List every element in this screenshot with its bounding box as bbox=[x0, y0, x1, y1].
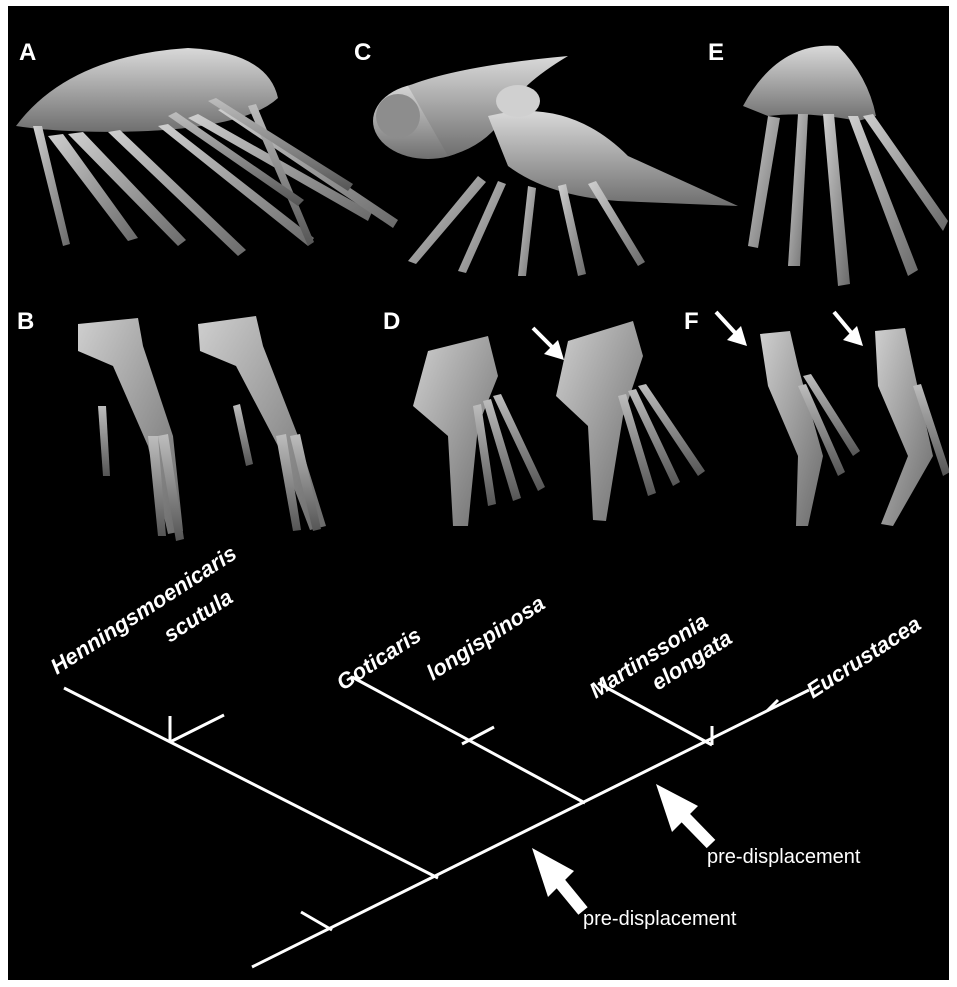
model-goticaris bbox=[373, 56, 738, 276]
panel-label-c: C bbox=[354, 39, 371, 67]
annotation-pre-displacement-lower: pre-displacement bbox=[583, 908, 736, 931]
panel-label-d: D bbox=[383, 308, 400, 336]
branch-henningsmoenicaris bbox=[64, 688, 438, 878]
model-martinssonia bbox=[743, 46, 948, 286]
limbs-henningsmoenicaris bbox=[78, 316, 326, 541]
arrow-icon-f2 bbox=[834, 312, 863, 346]
tick-henningsmoenicaris bbox=[170, 715, 224, 742]
panel-label-f: F bbox=[684, 308, 699, 336]
arrow-icon-d bbox=[533, 328, 564, 360]
figure-frame: A B C D E F Henningsmoenicaris scutula G… bbox=[8, 6, 949, 980]
model-henningsmoenicaris bbox=[16, 48, 398, 256]
panel-label-e: E bbox=[708, 39, 724, 67]
arrow-icon-upper bbox=[656, 784, 711, 844]
arrow-icon-f1 bbox=[716, 312, 747, 346]
arrow-icon-lower bbox=[532, 848, 583, 911]
panel-label-b: B bbox=[17, 308, 34, 336]
tick-stem bbox=[301, 912, 332, 930]
limbs-martinssonia bbox=[760, 328, 949, 526]
panel-label-a: A bbox=[19, 39, 36, 67]
tick-goticaris bbox=[462, 727, 494, 744]
illustration-layer bbox=[8, 6, 949, 980]
annotation-pre-displacement-upper: pre-displacement bbox=[707, 846, 860, 869]
